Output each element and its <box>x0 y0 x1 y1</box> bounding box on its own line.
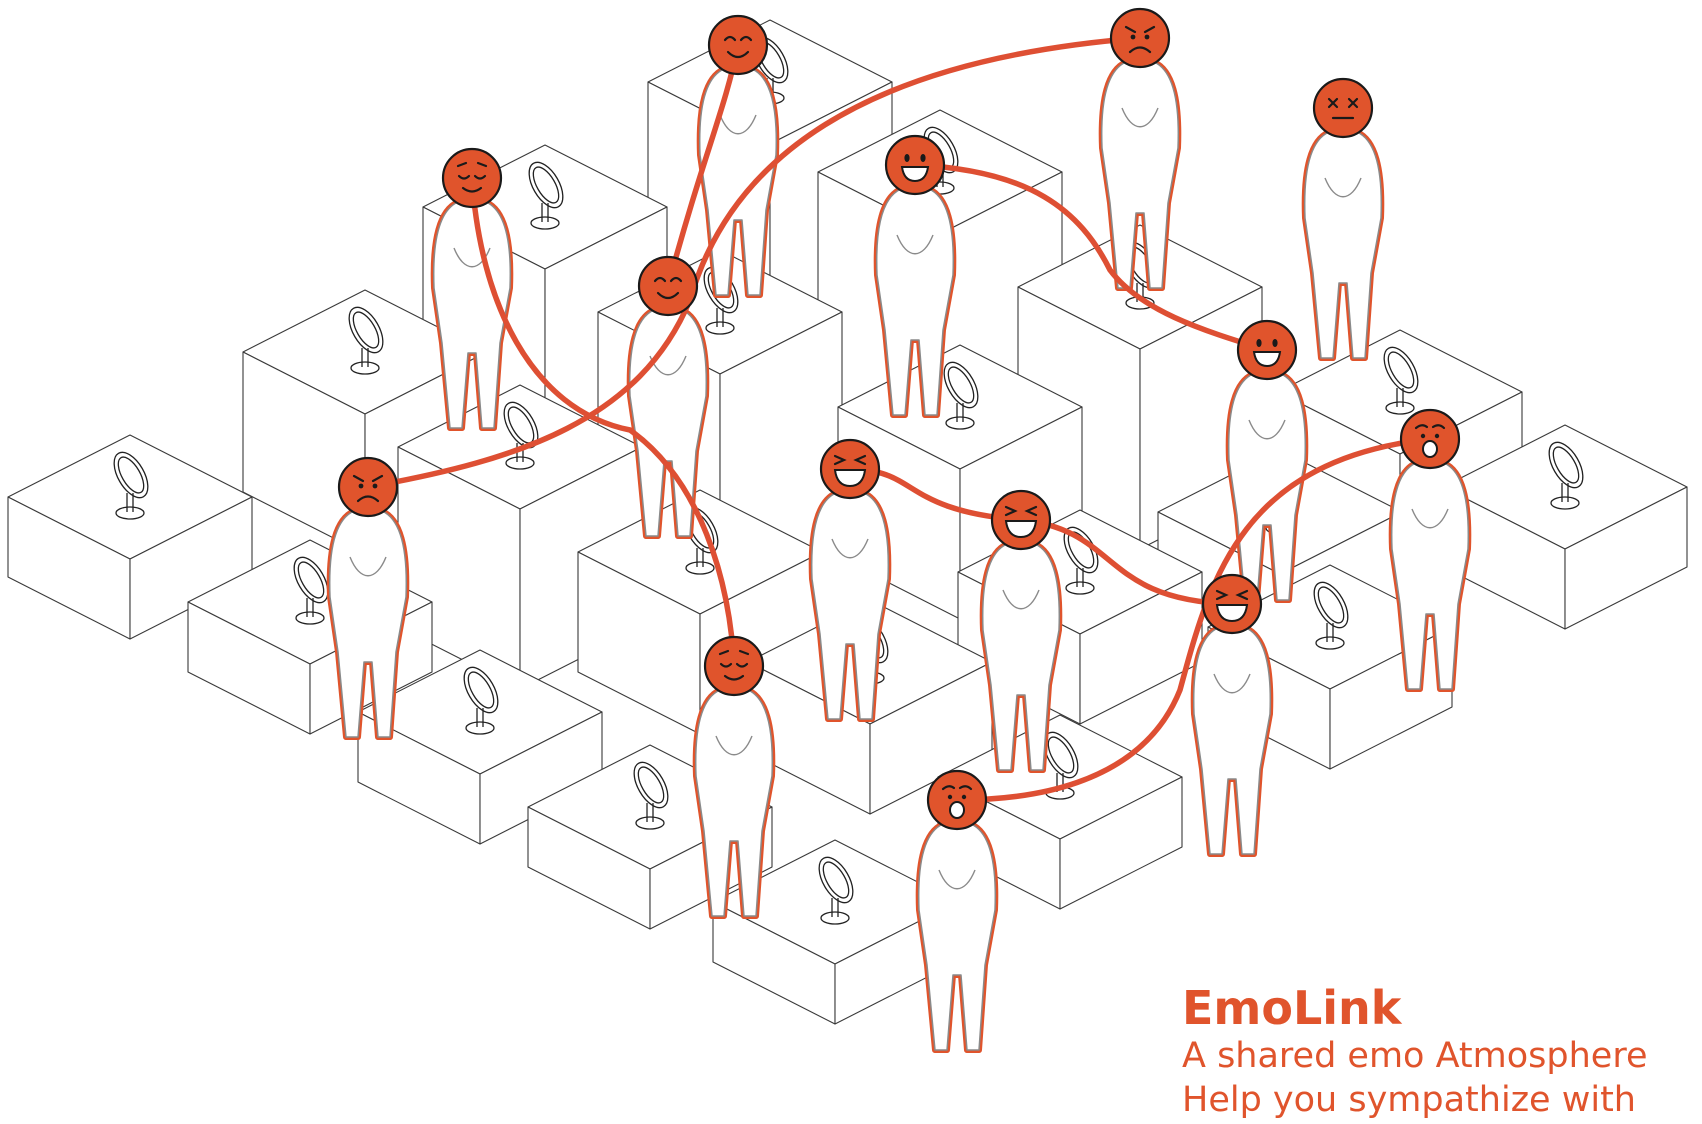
person-figure <box>1225 371 1309 603</box>
emotion-face-group <box>337 7 1461 831</box>
emotion-link-line <box>954 436 1433 803</box>
person-figure <box>1388 460 1472 692</box>
mirror-icon <box>463 666 499 735</box>
grinning-face-icon <box>1236 319 1298 381</box>
person-figure <box>326 508 410 740</box>
person-figure <box>1190 625 1274 857</box>
laughing-face-icon <box>990 489 1052 551</box>
mirror-icon <box>633 761 669 830</box>
caption-line-1: A shared emo Atmosphere <box>1182 1036 1648 1076</box>
mirror-icon <box>1313 581 1349 650</box>
emotion-link-line <box>469 175 737 669</box>
laughing-face-icon <box>819 438 881 500</box>
angry-face-icon <box>337 456 399 518</box>
mirror-icon <box>1383 346 1419 415</box>
caption-title: EmoLink <box>1182 982 1402 1035</box>
relieved-face-icon <box>703 635 765 697</box>
relieved-face-icon <box>441 147 503 209</box>
caption-line-2: Help you sympathize with <box>1182 1080 1636 1120</box>
pedestal-box <box>7 434 253 640</box>
dizzy-face-icon <box>1312 77 1374 139</box>
mirror-icon <box>293 556 329 625</box>
angry-face-icon <box>1109 7 1171 69</box>
happy-face-icon <box>707 14 769 76</box>
mirror-icon <box>348 306 384 375</box>
person-figure <box>692 687 776 919</box>
person-figure <box>979 541 1063 773</box>
surprised-face-icon <box>926 769 988 831</box>
caption-block: EmoLink A shared emo Atmosphere Help you… <box>1182 982 1702 1122</box>
emotion-link-line <box>1018 517 1235 607</box>
person-figure <box>873 186 957 418</box>
surprised-face-icon <box>1399 408 1461 470</box>
happy-face-icon <box>637 255 699 317</box>
mirror-icon <box>528 161 564 230</box>
mirror-icon <box>818 856 854 925</box>
laughing-face-icon <box>1201 573 1263 635</box>
person-figure <box>430 199 514 431</box>
person-figure <box>808 490 892 722</box>
mirror-icon <box>943 361 979 430</box>
person-figure <box>1301 129 1385 361</box>
emotion-link-line <box>912 162 1270 353</box>
pedestal-box <box>357 649 603 845</box>
person-figure <box>915 821 999 1053</box>
person-figure <box>1098 59 1182 291</box>
pedestal-box <box>1442 424 1688 630</box>
mirror-icon <box>1063 526 1099 595</box>
grinning-face-icon <box>884 134 946 196</box>
mirror-icon <box>113 451 149 520</box>
pedestal-box <box>242 289 488 555</box>
mirror-icon <box>1548 441 1584 510</box>
